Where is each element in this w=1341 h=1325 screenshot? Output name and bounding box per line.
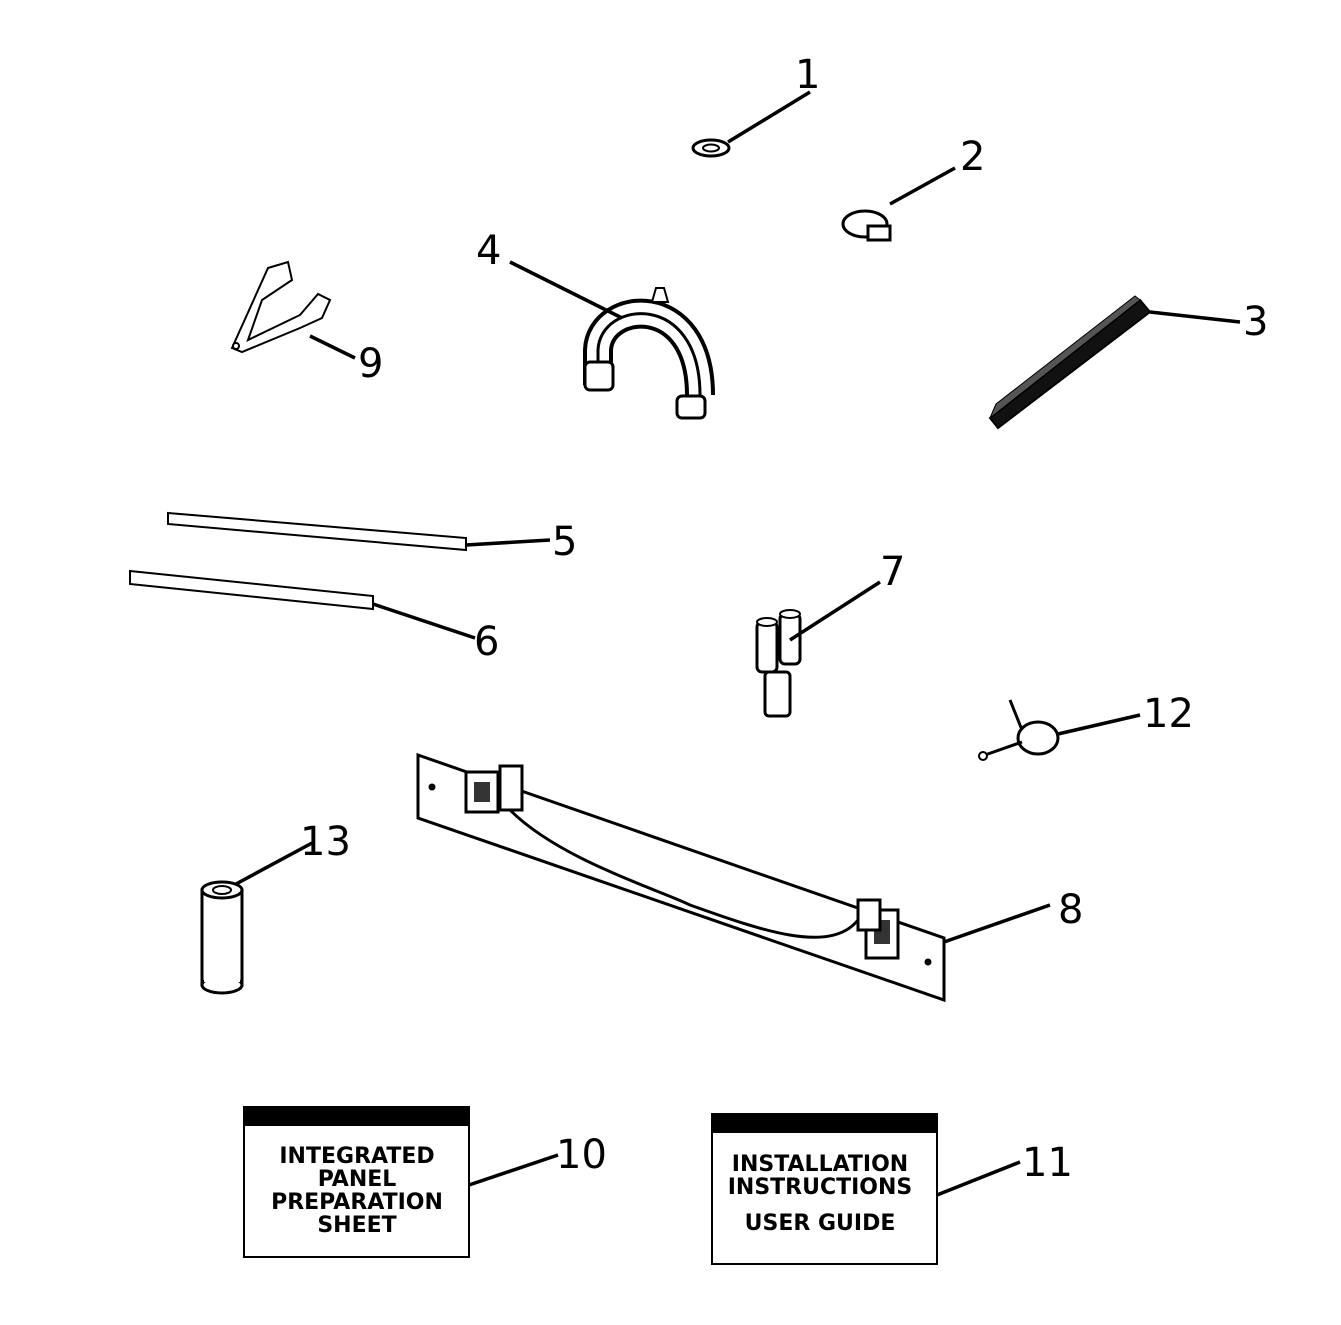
callout-3: 3 [1243, 299, 1268, 345]
sheet-10-line-4: SHEET [317, 1213, 396, 1238]
sheet-11-line-3: USER GUIDE [745, 1211, 896, 1236]
part-6-strip: 6 [129, 569, 499, 665]
sheet-10-line-1: INTEGRATED [279, 1144, 434, 1169]
part-4-u-hose: 4 [476, 228, 715, 420]
callout-8: 8 [1058, 887, 1083, 933]
part-2-clamp: 2 [841, 134, 985, 242]
callout-10: 10 [556, 1132, 607, 1178]
part-11-installation-sheet: INSTALLATION INSTRUCTIONS USER GUIDE 11 [711, 1113, 1073, 1265]
callout-13: 13 [300, 819, 351, 865]
part-5-strip: 5 [167, 511, 577, 565]
callout-1: 1 [795, 52, 820, 98]
part-9-bracket: 9 [230, 260, 383, 387]
callout-2: 2 [960, 134, 985, 180]
callout-9: 9 [358, 341, 383, 387]
part-13-cylinder: 13 [200, 819, 351, 995]
part-10-integrated-panel-sheet: INTEGRATED PANEL PREPARATION SHEET 10 [243, 1106, 607, 1258]
part-12-cable-loop: 12 [978, 691, 1194, 761]
callout-4: 4 [476, 228, 501, 274]
part-3-brush-strip: 3 [988, 295, 1268, 430]
callout-12: 12 [1143, 691, 1194, 737]
callout-6: 6 [474, 619, 499, 665]
part-8-wiring-plate: 8 [416, 752, 1083, 1003]
part-1-washer: 1 [691, 52, 820, 158]
sheet-10-line-2: PANEL [318, 1167, 397, 1192]
sheet-11-line-1: INSTALLATION [732, 1152, 908, 1177]
sheet-11-line-2: INSTRUCTIONS [728, 1175, 913, 1200]
part-7-y-connector: 7 [755, 549, 905, 718]
sheet-10-line-3: PREPARATION [271, 1190, 443, 1215]
callout-7: 7 [880, 549, 905, 595]
callout-5: 5 [552, 519, 577, 565]
callout-11: 11 [1022, 1140, 1073, 1186]
